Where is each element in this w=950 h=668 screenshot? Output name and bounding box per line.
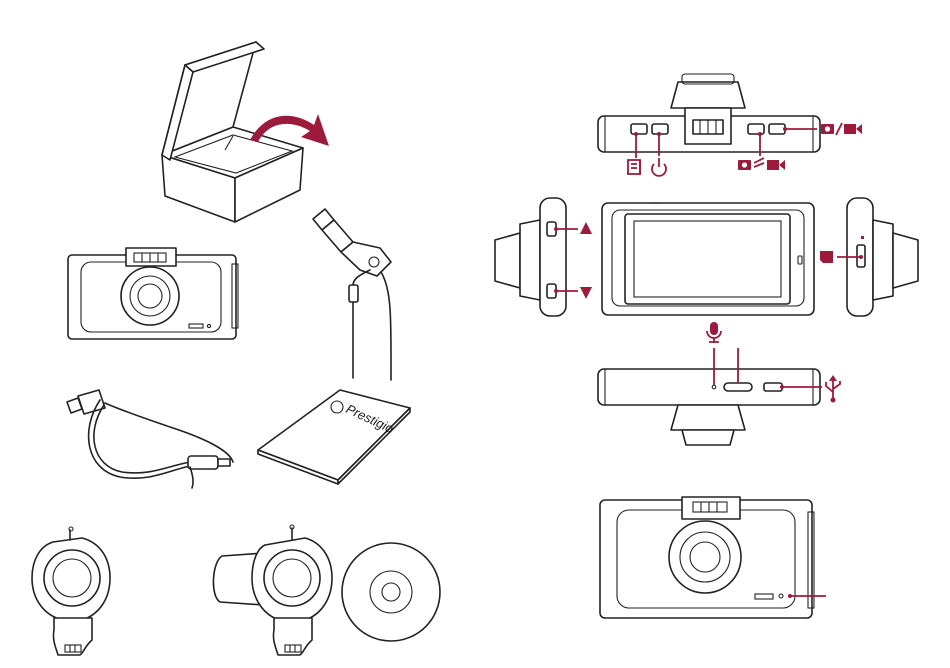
device-left-side-view xyxy=(495,198,592,316)
down-arrow-icon xyxy=(580,287,592,299)
cd-disc-illustration xyxy=(342,543,440,641)
dashcam-front-illustration xyxy=(68,248,238,339)
device-back-view xyxy=(602,203,814,315)
gift-box-illustration xyxy=(162,42,329,222)
suction-mount-large-illustration xyxy=(213,525,332,655)
device-bottom-view xyxy=(598,322,840,445)
menu-icon xyxy=(628,160,640,174)
photo-video-mode-icon xyxy=(821,123,862,135)
usb-icon xyxy=(826,375,840,403)
power-icon xyxy=(652,158,666,176)
microphone-icon xyxy=(707,322,721,342)
sd-card-icon xyxy=(820,251,833,263)
device-front-view xyxy=(600,497,826,618)
photo-video-switch-icon xyxy=(738,158,785,170)
suction-mount-small-illustration xyxy=(32,527,110,655)
usb-cable-illustration xyxy=(67,390,233,488)
user-manual-illustration: Prestigio xyxy=(258,390,410,484)
up-arrow-icon xyxy=(580,222,592,234)
device-right-side-view xyxy=(820,198,918,316)
device-top-view xyxy=(598,74,862,176)
car-charger-illustration xyxy=(313,209,391,380)
